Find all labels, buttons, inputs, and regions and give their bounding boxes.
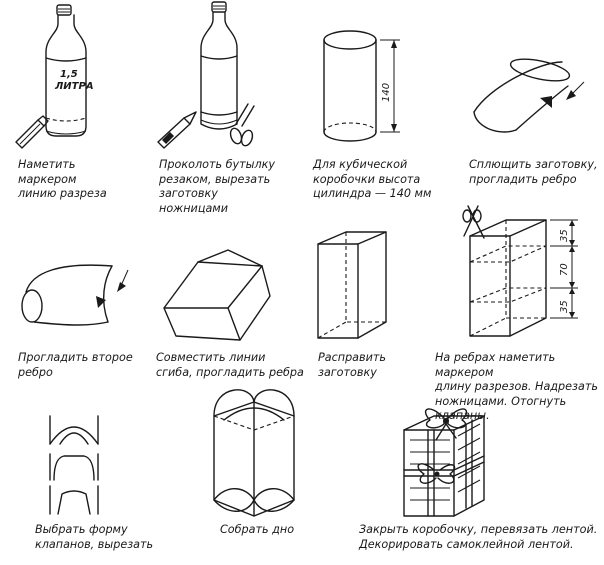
bottle-volume-number: 1,5 (60, 69, 78, 80)
step-1-caption: Наметить маркером линию разреза (18, 158, 107, 200)
step-6-caption: Совместить линии сгиба, прогладить ребра (156, 351, 304, 379)
step-11-caption: Закрыть коробочку, перевязать лентой. Де… (359, 523, 598, 551)
bow-icon (425, 408, 467, 441)
step-7-caption: Расправить заготовку (318, 351, 386, 379)
step-9-caption: Выбрать форму клапанов, вырезать (35, 523, 154, 551)
marker-icon (15, 115, 49, 149)
step-4-caption: Сплющить заготовку, прогладить ребро (469, 158, 598, 186)
scissors-icon (462, 205, 485, 239)
step-3-caption: Для кубической коробочки высота цилиндра… (313, 158, 432, 200)
step-6-folded-blank-illustration (163, 249, 271, 341)
step-9-flap-shapes-illustration (49, 415, 99, 515)
step-5-caption: Прогладить второе ребро (18, 351, 133, 379)
step-2-caption: Проколоть бутылку резаком, вырезать заго… (159, 158, 276, 215)
scissors-icon (229, 103, 255, 147)
step-7-box-illustration (317, 231, 387, 339)
knife-icon (157, 111, 197, 149)
step-1-bottle-illustration: 1,5 ЛИТРА (15, 4, 94, 149)
step-10-caption: Собрать дно (220, 523, 295, 536)
middle-dimension: 70 (559, 263, 570, 276)
step-5-flattened-blank-illustration (21, 264, 129, 326)
step-4-flattened-blank-illustration (473, 58, 585, 133)
side-bow-icon (417, 463, 456, 484)
top-cut-dimension: 35 (559, 229, 570, 242)
step-2-bottle-illustration (157, 1, 255, 149)
bottle-volume-unit: ЛИТРА (54, 81, 94, 92)
step-11-gift-box-illustration (403, 408, 485, 517)
step-10-assembled-bottom-illustration (213, 389, 295, 517)
bottom-cut-dimension: 35 (559, 300, 570, 313)
step-8-marked-box-illustration: 35 70 35 (462, 205, 578, 337)
step-3-cylinder-illustration: 140 (323, 30, 400, 142)
step-8-caption: На ребрах наметить маркером длину разрез… (435, 351, 598, 422)
cylinder-height-dimension: 140 (381, 83, 392, 102)
